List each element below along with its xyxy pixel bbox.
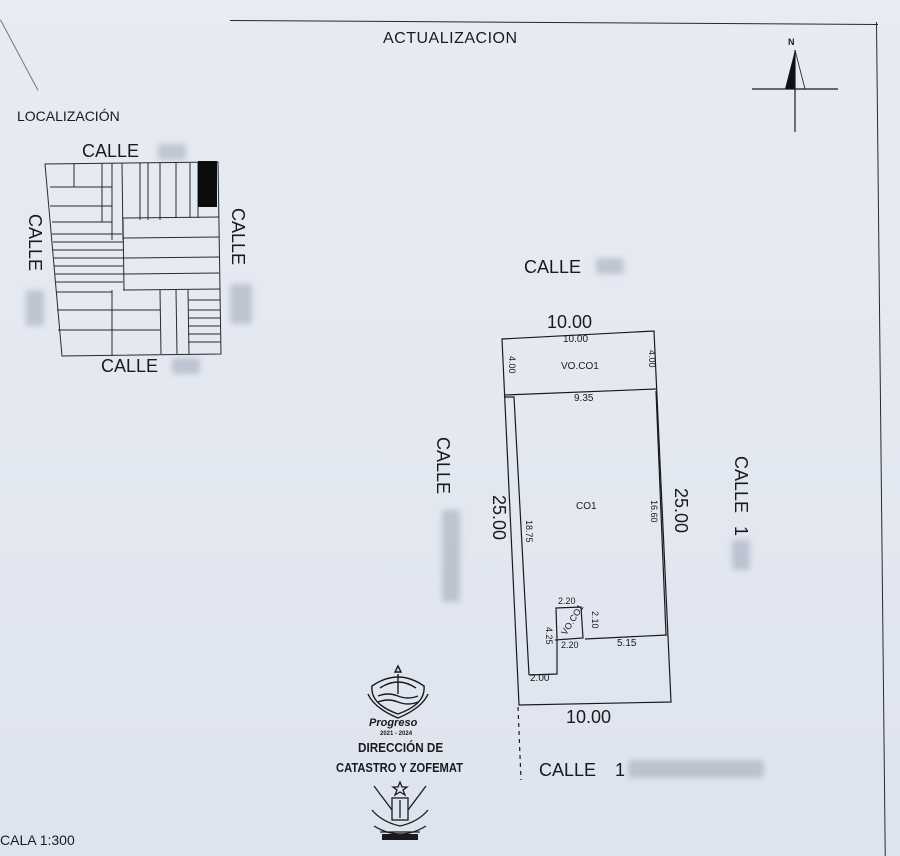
- lot-plan-drawing: [495, 325, 685, 785]
- dim-front-left: 4.00: [507, 356, 517, 374]
- coat-of-arms-icon: [368, 780, 432, 842]
- dim-small-left: 4.25: [544, 627, 554, 645]
- plan-street-right-number: 1: [731, 526, 751, 537]
- subject-lot-marker: [198, 161, 217, 207]
- dim-outer-right: 25.00: [671, 488, 691, 534]
- dim-inner-top: 10.00: [563, 334, 589, 345]
- seal-years: 2021 - 2024: [380, 731, 413, 737]
- dim-front-right: 4.00: [647, 350, 657, 368]
- dim-small-right: 2.10: [590, 611, 600, 629]
- location-street-bottom: CALLE: [101, 356, 159, 376]
- north-arrow-icon: N: [752, 37, 838, 132]
- redacted-street-number: [442, 510, 460, 602]
- sheet-left-border: [0, 19, 39, 91]
- plan-street-top: CALLE: [524, 257, 582, 277]
- plan-street-right: CALLE: [731, 456, 751, 514]
- sheet-top-border: [229, 20, 878, 25]
- dim-inner-left: 18.75: [524, 520, 534, 543]
- location-street-top: CALLE: [82, 141, 140, 161]
- redacted-street-number: [732, 540, 750, 570]
- plan-street-left: CALLE: [433, 437, 453, 495]
- location-block-map: [40, 158, 230, 360]
- seal-line1: DIRECCIÓN DE: [358, 740, 444, 755]
- location-street-right: CALLE: [228, 208, 248, 266]
- dim-outer-left: 25.00: [489, 495, 509, 541]
- redacted-street-number: [172, 358, 200, 374]
- redacted-street-number: [628, 760, 764, 778]
- dim-rear-right: 5.15: [617, 638, 637, 649]
- redacted-street-number: [26, 290, 44, 326]
- redacted-street-number: [596, 258, 624, 274]
- north-label: N: [788, 37, 795, 47]
- seal-city: Progreso: [369, 717, 418, 729]
- dim-outer-top: 10.00: [547, 312, 593, 332]
- seal-emblem-icon: [366, 664, 430, 720]
- front-zone-label: VO.CO1: [561, 361, 599, 372]
- dim-outer-bottom: 10.00: [566, 707, 612, 727]
- dim-inner-right: 16.60: [649, 500, 659, 523]
- page-title: ACTUALIZACION: [383, 30, 518, 47]
- main-zone-label: CO1: [576, 501, 597, 512]
- dim-back-width: 9.35: [574, 393, 594, 404]
- scale-label: CALA 1:300: [0, 832, 75, 848]
- redacted-street-number: [158, 144, 186, 160]
- seal-line2: CATASTRO Y ZOFEMAT: [336, 760, 463, 775]
- sheet-right-border: [876, 21, 886, 856]
- dim-small-top: 2.20: [558, 596, 576, 606]
- dim-rear-left-bottom: 2.00: [530, 673, 550, 684]
- redacted-street-number: [230, 284, 252, 324]
- dim-small-bottom: 2.20: [561, 640, 579, 650]
- plan-street-bottom: CALLE: [539, 760, 597, 780]
- plan-street-bottom-number: 1: [615, 760, 626, 780]
- location-title: LOCALIZACIÓN: [17, 108, 120, 124]
